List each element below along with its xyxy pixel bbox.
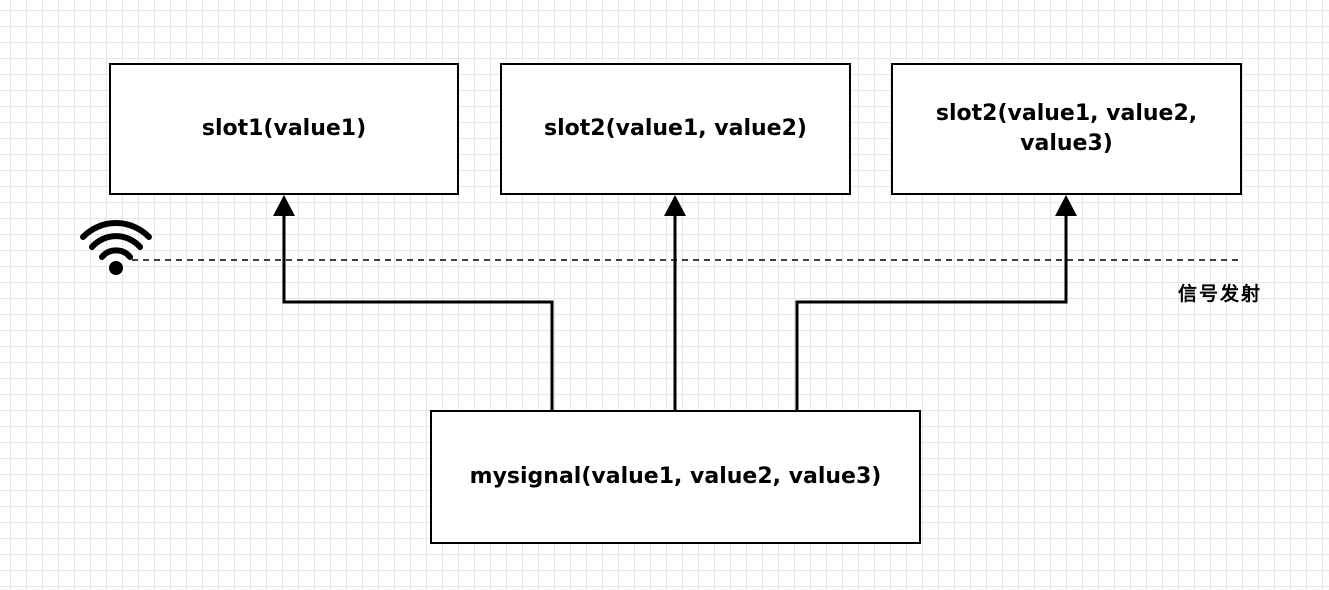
arrowhead-slot3 [1055,195,1077,216]
connector-to-slot3 [795,198,1068,410]
signal-box: mysignal(value1, value2, value3) [430,410,921,544]
slot3-label: slot2(value1, value2, value3) [935,101,1198,156]
connector-to-slot1 [282,198,554,410]
arrowhead-slot1 [273,195,295,216]
wifi-icon [80,220,152,275]
emission-label: 信号发射 [1178,283,1263,305]
slot3-box: slot2(value1, value2, value3) [891,63,1242,195]
slot2-box: slot2(value1, value2) [500,63,851,195]
slot1-label: slot1(value1) [201,116,367,141]
slot1-box: slot1(value1) [109,63,459,195]
signal-label: mysignal(value1, value2, value3) [469,464,882,489]
arrowhead-slot2 [664,195,686,216]
slot2-label: slot2(value1, value2) [544,116,807,141]
